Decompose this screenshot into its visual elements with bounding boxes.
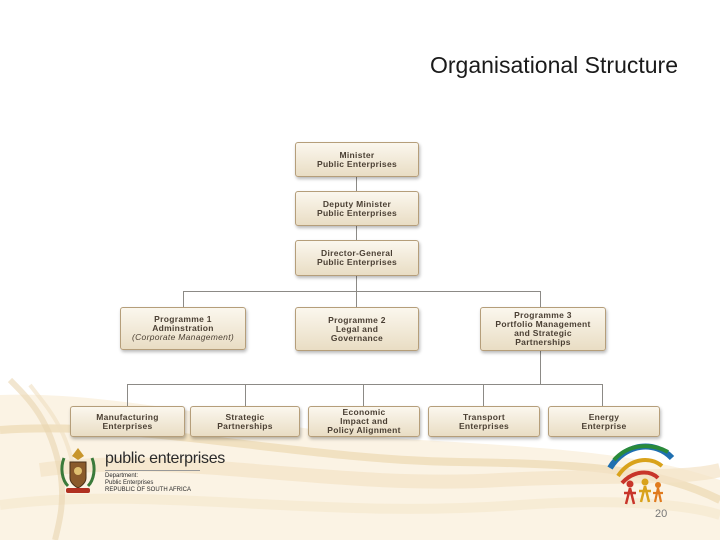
unit-box-economic: Economic Impact and Policy Alignment	[308, 406, 420, 437]
box-line: Enterprises	[102, 420, 153, 431]
box-line: Adminstration	[152, 323, 214, 333]
programme-3-box: Programme 3 Portfolio Management and Str…	[480, 307, 606, 351]
unit-box-strategic: Strategic Partnerships	[190, 406, 300, 437]
brand-divider	[105, 470, 200, 471]
box-line: Partnerships	[217, 420, 273, 431]
box-line: Strategic	[225, 411, 265, 422]
box-line: Enterprise	[581, 420, 627, 431]
brand-name: public enterprises	[105, 450, 225, 467]
box-line: Public Enterprises	[316, 158, 398, 169]
brand-line-1: Department:	[105, 473, 139, 479]
programme-2-box: Programme 2 Legal and Governance	[295, 307, 419, 351]
box-line: Programme 2	[328, 314, 386, 325]
box-line: Legal and	[335, 323, 379, 334]
box-line: Public Enterprises	[316, 207, 398, 218]
brand-line-2: Public Enterprises	[105, 480, 154, 486]
minister-box: Minister Public Enterprises	[295, 142, 419, 177]
box-line: Impact and	[340, 416, 388, 426]
page-number: 20	[655, 508, 668, 520]
box-line: Portfolio Management	[495, 319, 591, 329]
brand-line-3: REPUBLIC OF SOUTH AFRICA	[105, 487, 192, 493]
box-line: and Strategic	[514, 328, 572, 338]
box-line: Energy	[588, 411, 620, 422]
box-line: Policy Alignment	[327, 425, 401, 435]
coat-of-arms-icon	[60, 448, 96, 493]
programme-1-box: Programme 1 Adminstration (Corporate Man…	[120, 307, 246, 350]
box-line: Economic	[342, 407, 386, 417]
box-line: Partnerships	[515, 337, 571, 347]
box-line: Deputy Minister	[322, 198, 392, 209]
box-line: Director-General	[321, 248, 393, 258]
box-line: Governance	[330, 332, 384, 343]
slide-title: Organisational Structure	[429, 52, 678, 78]
unit-box-transport: Transport Enterprises	[428, 406, 540, 437]
unit-box-energy: Energy Enterprise	[548, 406, 660, 437]
box-line: (Corporate Management)	[131, 332, 235, 342]
unit-box-manufacturing: Manufacturing Enterprises	[70, 406, 185, 437]
box-line: Programme 3	[514, 310, 572, 320]
box-line: Transport	[463, 411, 505, 422]
box-line: Enterprises	[458, 420, 510, 431]
deputy-minister-box: Deputy Minister Public Enterprises	[295, 191, 419, 226]
box-line: Manufacturing	[96, 411, 159, 422]
box-line: Public Enterprises	[316, 257, 398, 267]
box-line: Programme 1	[154, 314, 212, 324]
box-line: Minister	[339, 149, 375, 160]
flag-people-icon	[607, 443, 675, 505]
director-general-box: Director-General Public Enterprises	[295, 240, 419, 276]
